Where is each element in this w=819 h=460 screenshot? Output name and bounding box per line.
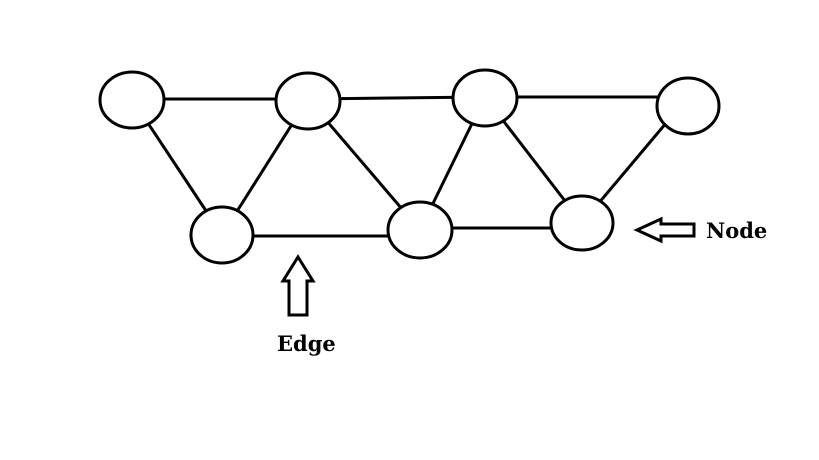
edge-label: Edge [277,331,336,356]
node-2 [274,71,342,131]
node-1 [98,70,166,130]
node-7 [549,194,615,252]
edge-pointer-arrow [280,254,316,317]
node-3 [451,68,519,128]
nodes [98,68,721,265]
node-label: Node [706,218,767,243]
node-6 [386,200,454,260]
node-5 [189,205,255,265]
node-pointer-arrow [633,216,696,244]
node-4 [655,76,721,136]
